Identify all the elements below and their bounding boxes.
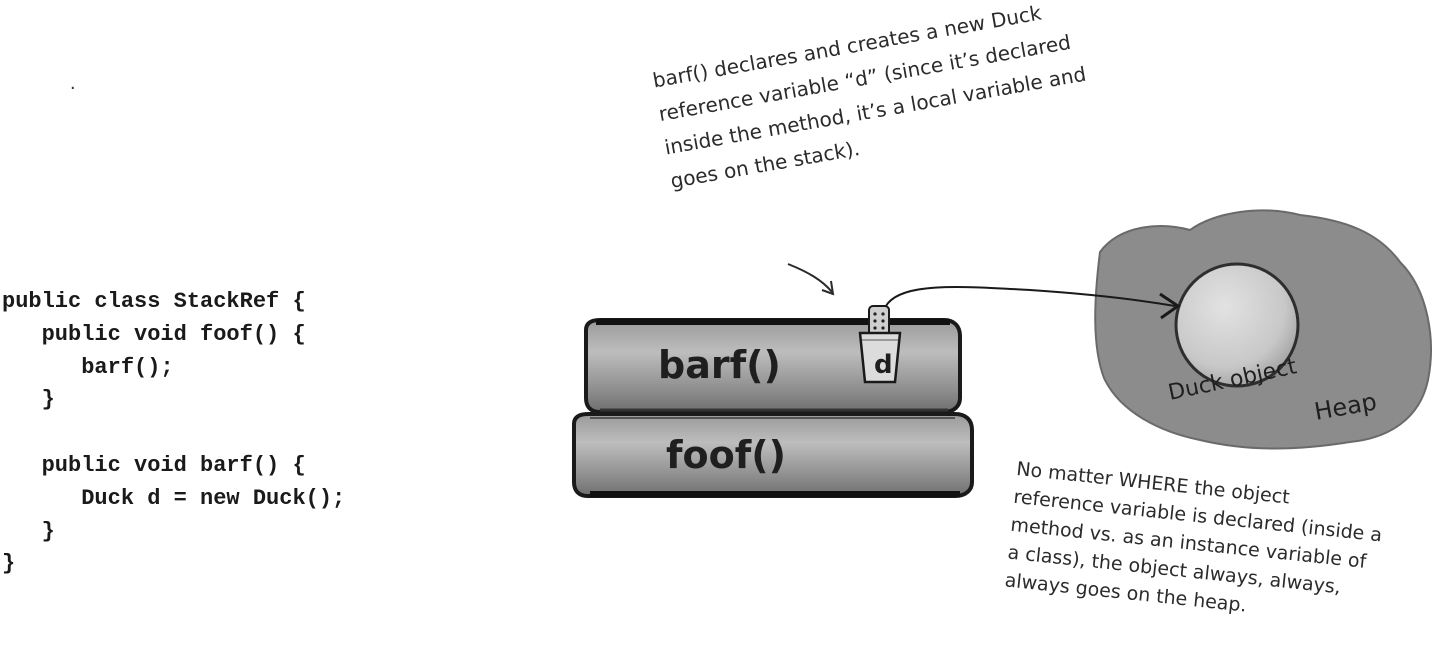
stack-frame-foof	[572, 412, 974, 498]
code-line: }	[2, 518, 55, 544]
code-line: public void barf() {	[2, 452, 306, 478]
margin-mark: .	[70, 72, 76, 94]
code-line: barf();	[2, 354, 174, 380]
stack-frame-label: barf()	[658, 343, 781, 387]
reference-arrow-head	[1159, 292, 1181, 320]
code-line: }	[2, 387, 55, 413]
code-line: Duck d = new Duck();	[2, 485, 346, 511]
code-line: }	[2, 551, 16, 577]
code-line: public class StackRef {	[2, 289, 306, 314]
code-listing: public class StackRef { public void foof…	[2, 286, 345, 581]
reference-variable-d	[858, 305, 902, 384]
stack-frame-label: foof()	[666, 433, 786, 477]
duck-object	[1174, 262, 1300, 388]
code-line: public void foof() {	[2, 321, 306, 347]
variable-label: d	[874, 350, 893, 380]
annotation-arrow-head	[821, 280, 835, 296]
annotation-arrow	[787, 263, 833, 293]
reference-arrow	[885, 285, 1176, 307]
